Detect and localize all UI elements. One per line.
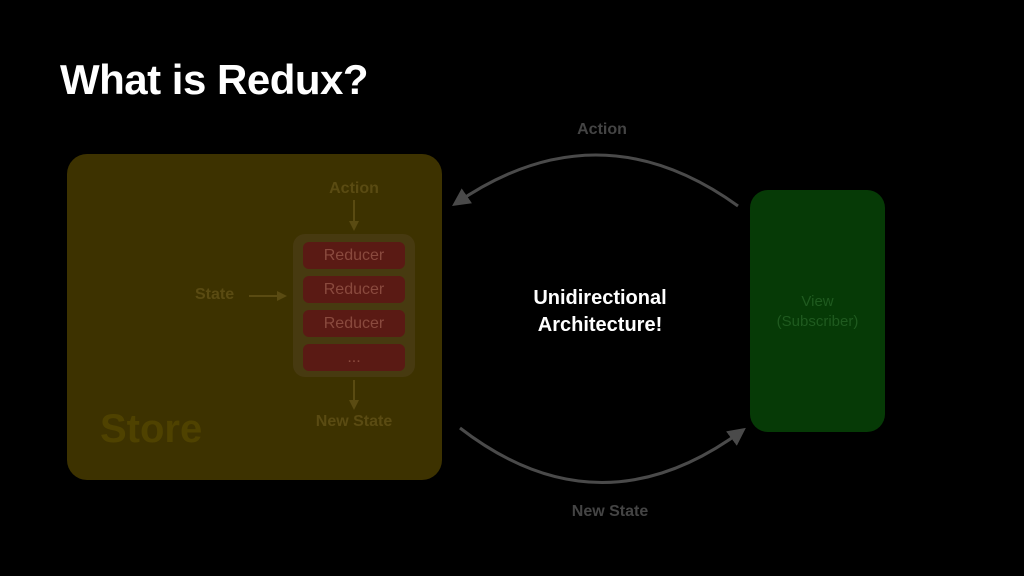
center-caption: Unidirectional Architecture!: [490, 285, 710, 339]
action-arrow: [452, 153, 739, 208]
flow-new-state-label: New State: [571, 503, 649, 520]
view-label: View (Subscriber): [750, 292, 885, 332]
reducer-3: Reducer: [303, 310, 405, 337]
center-caption-line1: Unidirectional: [533, 287, 667, 309]
center-caption-line2: Architecture!: [537, 314, 663, 336]
view-label-line2: (Subscriber): [776, 313, 859, 330]
store-new-state-label: New State: [315, 413, 393, 430]
view-label-line1: View: [801, 293, 834, 310]
reducer-1: Reducer: [303, 242, 405, 269]
reducer-2: Reducer: [303, 276, 405, 303]
reducer-more: ...: [303, 344, 405, 371]
flow-action-label: Action: [577, 121, 627, 138]
store-action-label: Action: [329, 180, 379, 197]
view-box: [750, 190, 885, 432]
store-label: Store: [100, 407, 203, 451]
new-state-arrow: [459, 426, 746, 484]
store-state-label: State: [195, 286, 235, 303]
slide-title: What is Redux?: [60, 56, 369, 103]
